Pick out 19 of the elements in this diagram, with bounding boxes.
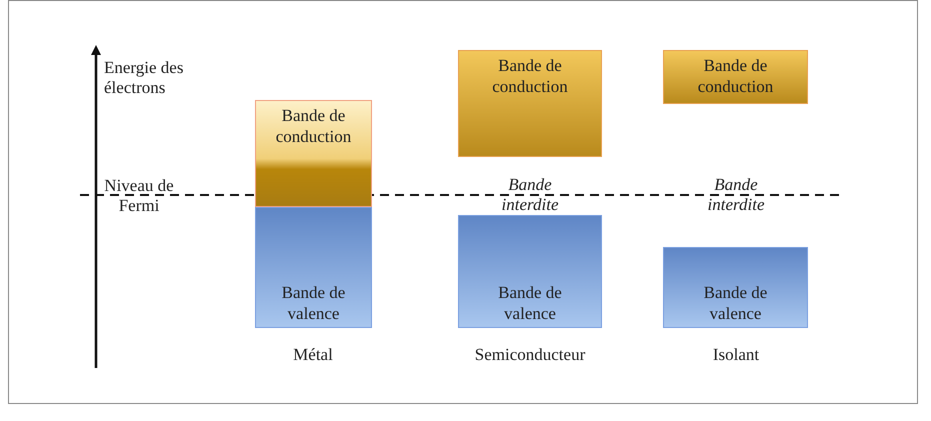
band-label: Bande de valence <box>497 282 563 324</box>
material-label: Métal <box>292 345 334 365</box>
conduction-band <box>663 50 808 104</box>
fermi-level-label: Niveau de Fermi <box>103 176 175 216</box>
axis-label: Energie des électrons <box>104 58 184 98</box>
band-label: Bande de conduction <box>274 105 352 147</box>
band-label: Bande de valence <box>280 282 346 324</box>
band-label: Bande de conduction <box>696 55 774 97</box>
material-label: Semiconducteur <box>474 345 586 365</box>
band-label: Bande de conduction <box>491 55 569 97</box>
gap-label: Bande interdite <box>706 175 766 215</box>
conduction-band <box>255 100 372 207</box>
band-label: Bande de valence <box>702 282 768 324</box>
valence-band <box>458 215 602 328</box>
gap-label: Bande interdite <box>500 175 560 215</box>
conduction-band <box>458 50 602 157</box>
valence-band <box>663 247 808 328</box>
material-label: Isolant <box>712 345 760 365</box>
valence-band <box>255 207 372 328</box>
